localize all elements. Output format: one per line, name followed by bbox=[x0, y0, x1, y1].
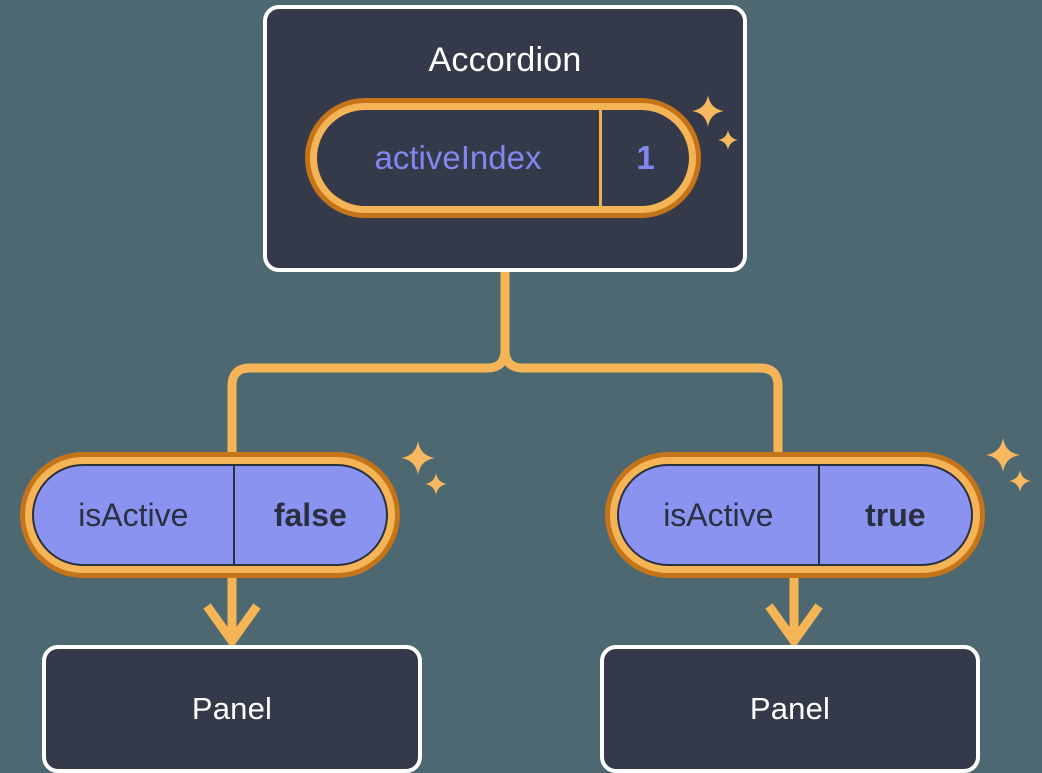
sparkle-icon bbox=[691, 94, 725, 128]
sparkle-icon bbox=[1008, 469, 1032, 493]
pill-body: isActive false bbox=[32, 464, 388, 566]
prop-key: isActive bbox=[619, 466, 820, 564]
prop-pill-is-active-false[interactable]: isActive false bbox=[20, 452, 400, 578]
panel-component-right[interactable]: Panel bbox=[600, 645, 980, 773]
pill-ring: activeIndex 1 bbox=[310, 103, 696, 213]
sparkle-icon bbox=[985, 437, 1021, 473]
prop-pill-active-index[interactable]: activeIndex 1 bbox=[305, 98, 701, 218]
prop-value: false bbox=[273, 496, 347, 533]
panel-title: Panel bbox=[191, 691, 273, 726]
prop-key: isActive bbox=[34, 466, 235, 564]
pill-body: isActive true bbox=[617, 464, 973, 566]
accordion-title: Accordion bbox=[428, 41, 582, 79]
sparkle-icon bbox=[717, 129, 739, 151]
panel-title: Panel bbox=[749, 691, 831, 726]
sparkle-icon bbox=[424, 472, 448, 496]
pill-body: activeIndex 1 bbox=[317, 110, 689, 206]
sparkle-icon bbox=[400, 440, 436, 476]
pill-ring: isActive false bbox=[25, 457, 395, 573]
prop-value: true bbox=[865, 496, 926, 533]
prop-value: 1 bbox=[636, 139, 655, 176]
prop-pill-is-active-true[interactable]: isActive true bbox=[605, 452, 985, 578]
panel-component-left[interactable]: Panel bbox=[42, 645, 422, 773]
pill-ring: isActive true bbox=[610, 457, 980, 573]
prop-key: activeIndex bbox=[317, 110, 602, 206]
